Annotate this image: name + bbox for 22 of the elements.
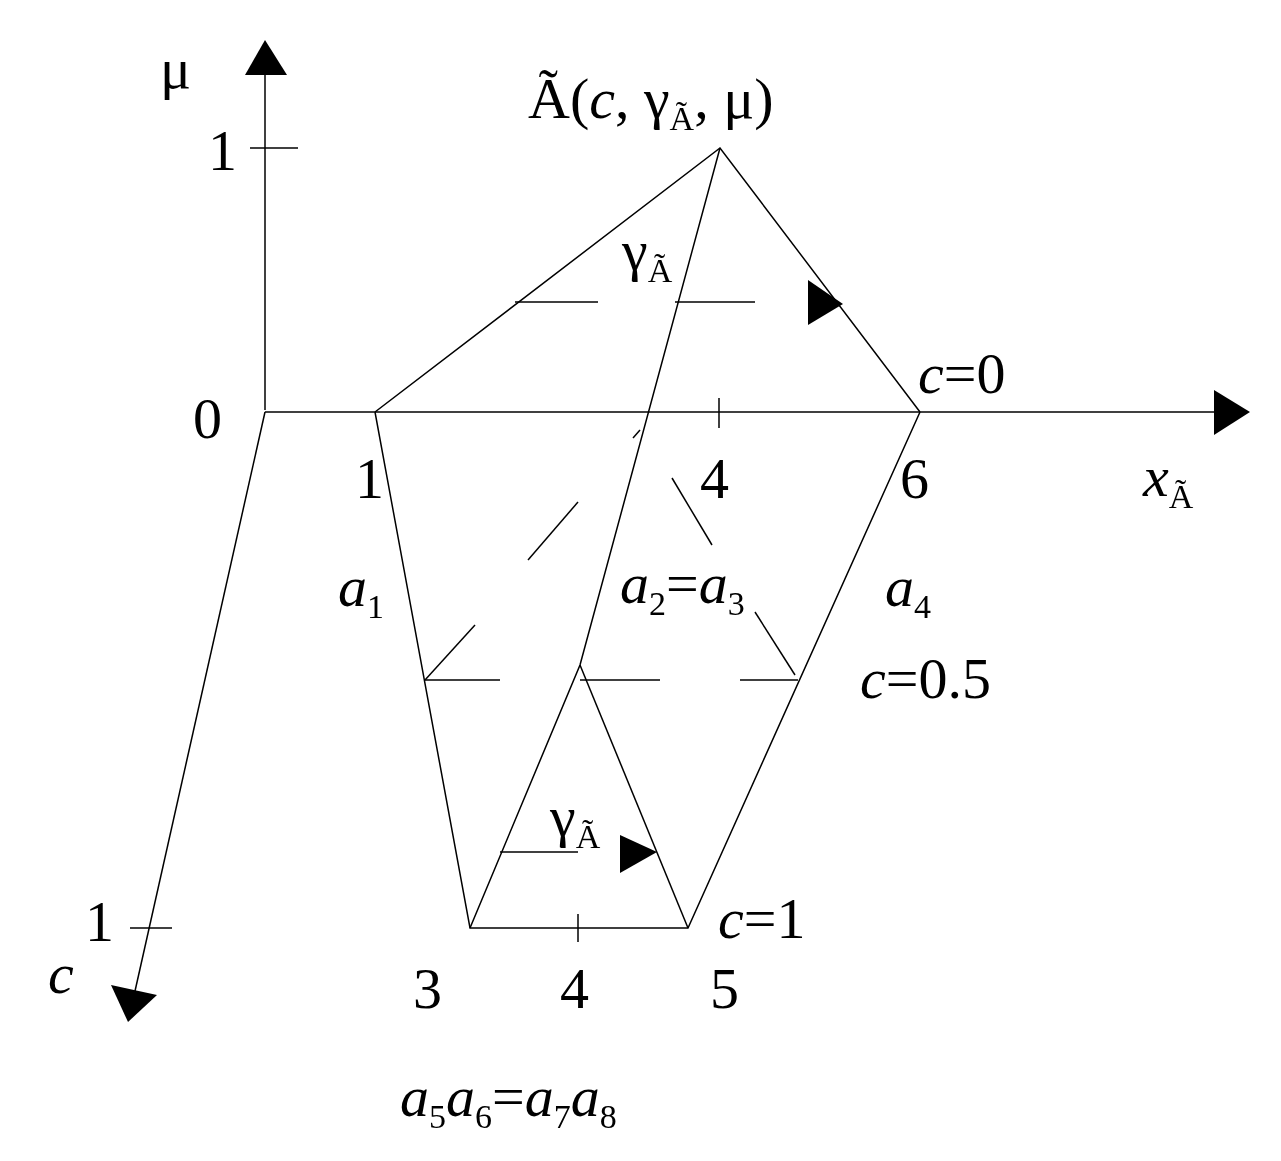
- point-label: a$_{1}$: [338, 558, 384, 624]
- origin-label: 0: [193, 390, 222, 448]
- point-label: a$_{2}$=a$_{3}$: [620, 555, 745, 621]
- level-label: c=0.5: [860, 650, 991, 708]
- axis-label: x$_{Ã}$: [1143, 448, 1194, 514]
- level-label: c=0: [918, 345, 1006, 403]
- angle-label: γ$_{Ã}$: [622, 222, 673, 288]
- tick-label: 1: [208, 122, 237, 180]
- point-label: a$_{4}$: [885, 558, 931, 624]
- tick-label: 4: [560, 960, 589, 1018]
- tick-label: 4: [700, 450, 729, 508]
- tick-label: 6: [900, 450, 929, 508]
- tick-label: 3: [413, 960, 442, 1018]
- axis-label: c: [48, 945, 74, 1003]
- angle-label: γ$_{Ã}$: [550, 788, 601, 854]
- axis-label: μ: [160, 40, 192, 98]
- function-label: Ã(c, γ$_{Ã}$, μ): [528, 70, 774, 136]
- tick-label: 1: [355, 450, 384, 508]
- point-label: a$_{5}$a$_{6}$=a$_{7}$a$_{8}$: [400, 1068, 617, 1134]
- tick-label: 5: [710, 960, 739, 1018]
- level-label: c=1: [718, 890, 806, 948]
- tick-label: 1: [85, 893, 114, 951]
